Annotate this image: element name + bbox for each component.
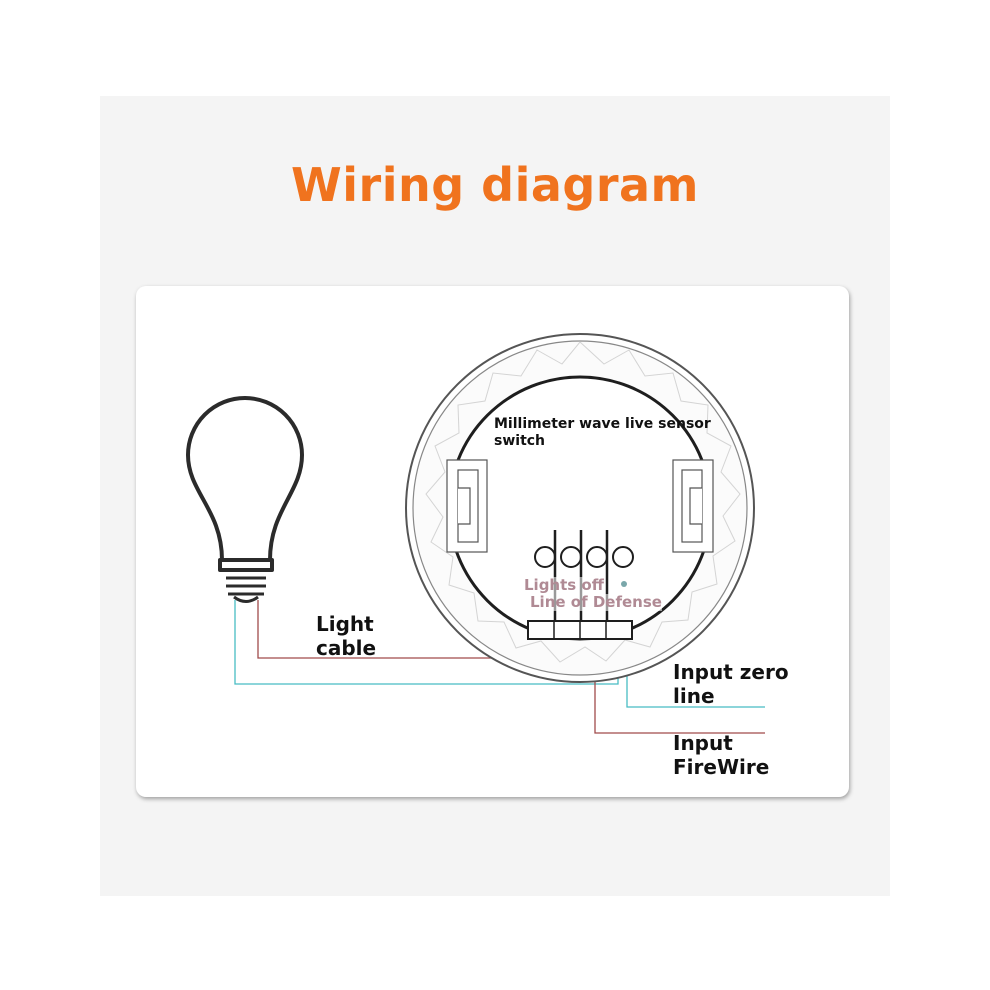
light-cable-label: Light cable [316,612,377,660]
left-mount-tab [446,459,488,553]
right-mount-tab [672,459,714,553]
sensor-switch-label: Millimeter wave live sensor switch [494,416,711,449]
page-title: Wiring diagram [291,158,699,212]
lights-off-label: Lights off [524,576,604,594]
input-firewire-label: Input FireWire [673,731,770,779]
line-of-defense-label: Line of Defense [530,593,662,611]
input-zero-line-label: Input zero line [673,660,789,708]
decorative-ring-pattern [425,341,741,663]
sensor-switch-icon [405,333,755,683]
light-bulb-icon [186,396,304,603]
indicator-dot [621,581,627,587]
